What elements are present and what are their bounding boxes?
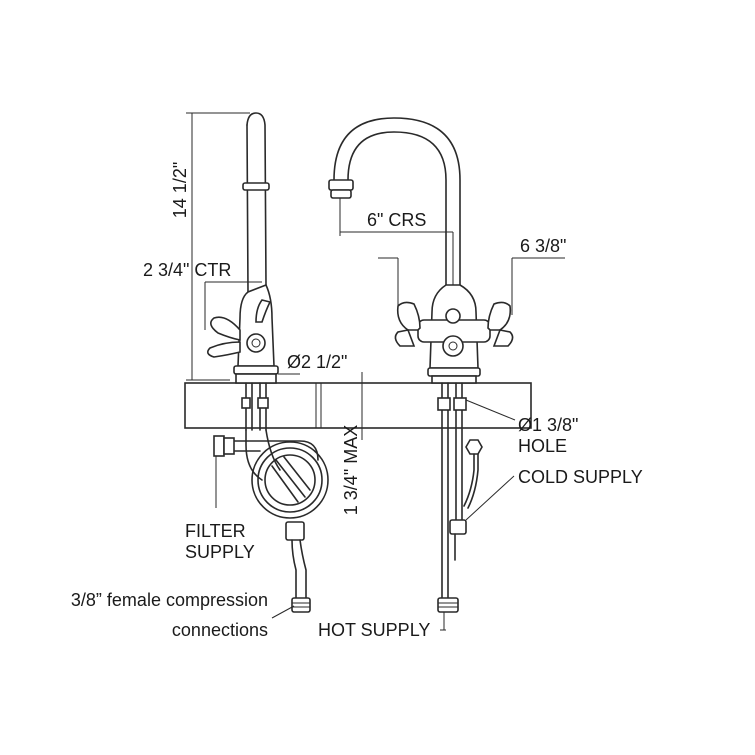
dimension-labels: 14 1/2" 2 3/4" CTR Ø2 1/2" 6" CRS 6 3/8"… [71,162,643,640]
filter-supply-hose [213,429,329,613]
filter-supply-label: SUPPLY [185,542,255,562]
dimension-lines [186,112,565,631]
deck-max-label: 1 3/4" MAX [341,425,361,515]
cold-supply-label: COLD SUPPLY [518,467,643,487]
front-view-faucet [328,117,514,613]
connection-type-label: 3/8” female compression [71,590,268,610]
side-view-faucet [206,112,279,431]
handle-center-label: 2 3/4" CTR [143,260,231,280]
handle-span-label: 6 3/8" [520,236,566,256]
spout-crs-label: 6" CRS [367,210,426,230]
base-diameter-label: Ø2 1/2" [287,352,347,372]
hole-diameter-label: Ø1 3/8" [518,415,578,435]
connections-label: connections [172,620,268,640]
hole-label: HOLE [518,436,567,456]
filter-label: FILTER [185,521,246,541]
height-label: 14 1/2" [170,162,190,218]
hot-supply-label: HOT SUPPLY [318,620,430,640]
